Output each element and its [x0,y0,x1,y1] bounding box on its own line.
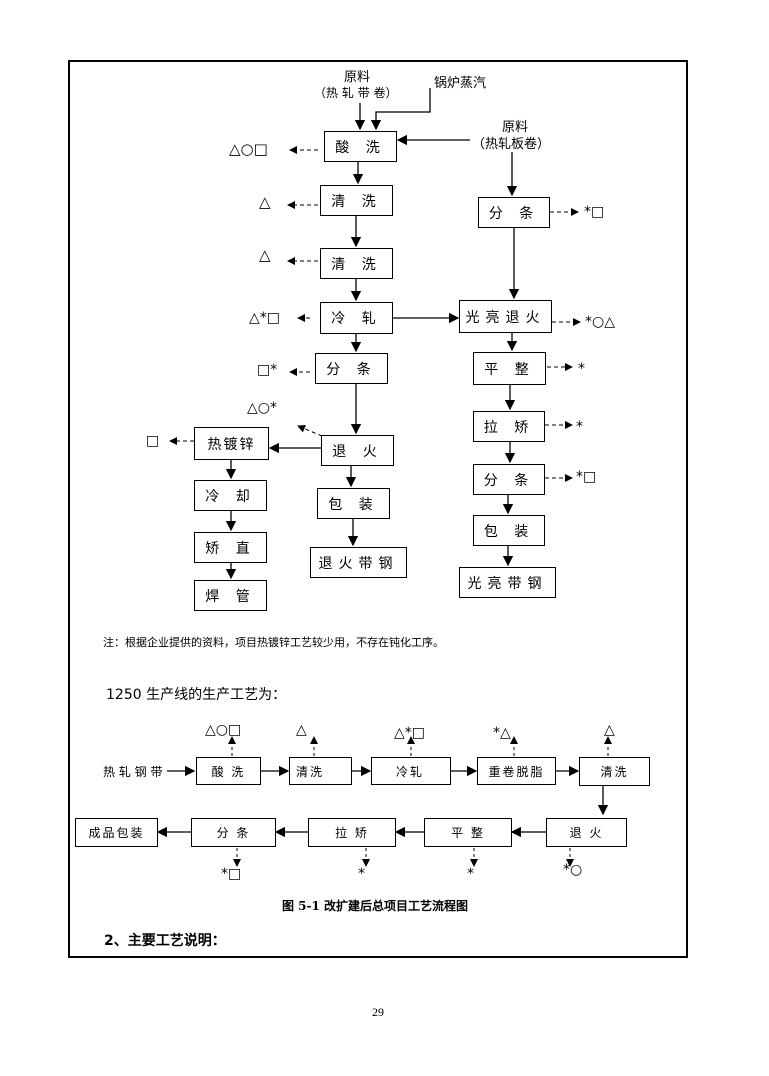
l1250-sym-temper: * [467,866,474,882]
wash1-emissions: △ [259,193,271,211]
right-slitting-box: 分 条 [478,197,550,228]
annealed-strip-product-box: 退火带钢 [310,547,407,578]
right-slit-emissions: *□ [584,204,605,220]
l1250-wash-box: 清洗 [289,757,352,785]
tension-leveling-box: 拉 矫 [473,411,545,442]
pipe-welding-box: 焊 管 [194,580,267,611]
left-packing-box: 包 装 [317,488,390,519]
straightening-box: 矫 直 [194,532,267,563]
cold-roll-box: 冷 轧 [320,302,393,334]
raw-material-spec: （热 轧 带 卷） [314,86,398,100]
left-slitting-box: 分 条 [315,353,388,384]
bright-annealing-box: 光亮退火 [459,300,552,333]
anneal-emissions: △○* [247,400,277,416]
l1250-sym-tension: * [358,866,365,882]
right-slitting-box-2: 分 条 [473,464,545,495]
page-number: 29 [372,1005,384,1019]
cooling-box: 冷 却 [194,480,267,511]
l1250-sym-cold-roll: △*□ [394,725,425,741]
hot-dip-galvanizing-box: 热镀锌 [194,427,269,460]
galv-emissions: □ [146,433,160,449]
l1250-sym-anneal: *○ [563,862,583,878]
wash-box-1: 清 洗 [320,185,393,216]
wash-box-2: 清 洗 [320,248,393,279]
l1250-sym-degrease: *△ [493,725,511,741]
bright-anneal-emissions: *○△ [585,314,615,330]
figure-caption: 图 5-1 改扩建后总项目工艺流程图 [282,899,469,913]
line-1250-heading: 1250 生产线的生产工艺为： [106,687,287,703]
boiler-steam-label: 锅炉蒸汽 [434,76,487,91]
bright-strip-product-box: 光亮带钢 [459,567,556,598]
l1250-sym-wash: △ [296,722,307,738]
temper-rolling-box: 平 整 [473,352,546,385]
l1250-slitting-box: 分 条 [191,818,276,847]
raw-material-2-spec: （热轧板卷） [472,137,551,152]
annealing-box: 退 火 [321,435,394,466]
l1250-sym-wash2: △ [604,722,615,738]
l1250-cold-roll-box: 冷轧 [371,757,451,785]
left-slit-emissions: □* [257,362,278,378]
cold-roll-emissions: △*□ [249,310,280,326]
tension-emissions: * [576,419,583,435]
raw-material-2-label: 原料 [502,120,529,135]
pickling-emissions: △○□ [229,140,268,158]
pickling-box: 酸 洗 [324,131,397,162]
l1250-anneal-box: 退 火 [546,818,627,847]
l1250-wash2-box: 清洗 [579,757,650,786]
l1250-temper-box: 平 整 [424,818,512,847]
raw-material-label: 原料 [344,70,371,85]
l1250-recoil-degrease-box: 重卷脱脂 [477,757,556,785]
l1250-sym-pickling: △○□ [205,722,242,738]
l1250-packing-box: 成品包装 [75,818,158,847]
page-frame [68,60,688,958]
l1250-sym-slit: *□ [221,866,242,882]
slit2-emissions: *□ [576,469,597,485]
wash2-emissions: △ [259,246,271,264]
right-packing-box: 包 装 [473,515,545,546]
note-text: 注：根据企业提供的资料，项目热镀锌工艺较少用，不存在钝化工序。 [103,636,444,649]
temper-emissions: * [578,361,585,377]
line-1250-input: 热 轧 钢 带 [103,765,163,779]
section-heading: 2、主要工艺说明： [104,933,226,949]
l1250-tension-box: 拉 矫 [308,818,396,847]
l1250-pickling-box: 酸 洗 [196,757,261,785]
